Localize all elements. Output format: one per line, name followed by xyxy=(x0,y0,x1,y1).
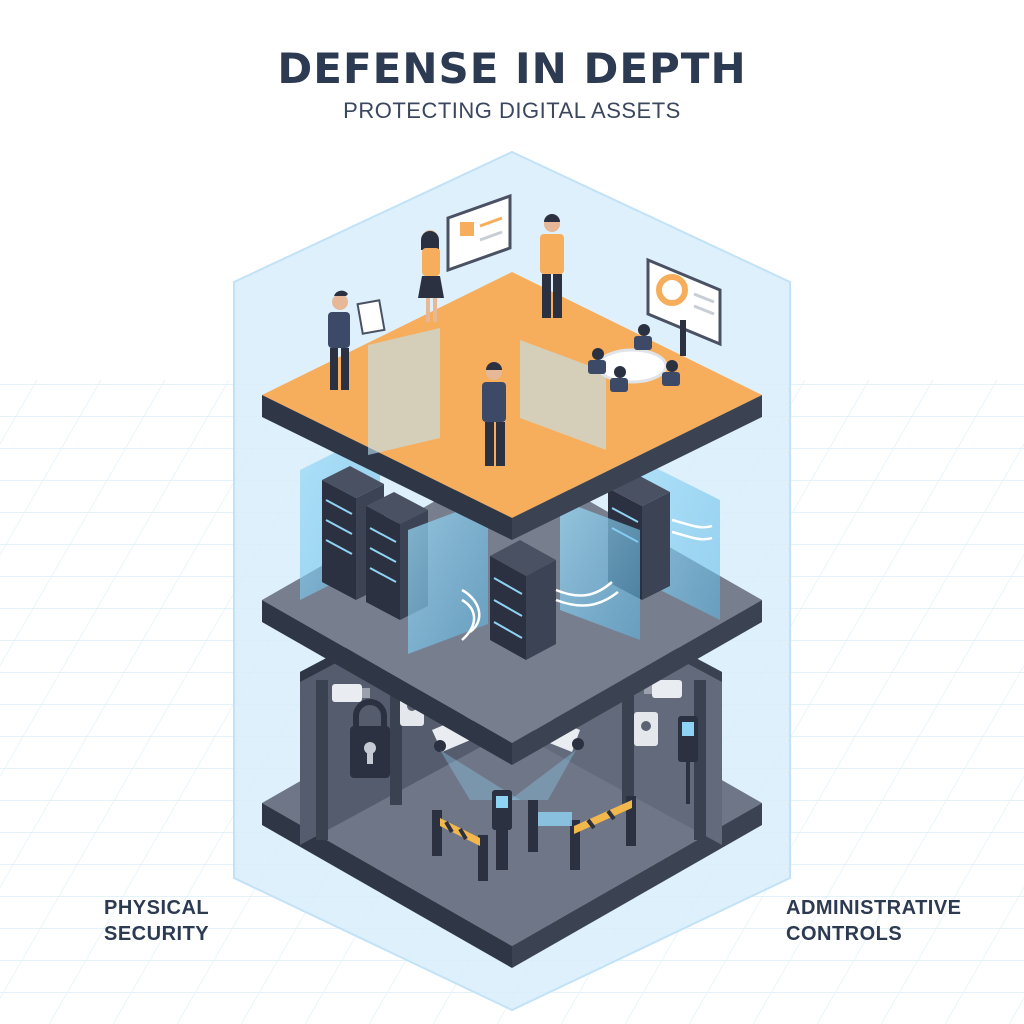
physical-security-label-line2: SECURITY xyxy=(104,923,210,945)
top-layer xyxy=(262,193,762,540)
page-subtitle: PROTECTING DIGITAL ASSETS xyxy=(343,98,681,123)
meeting-table-icon xyxy=(588,324,680,392)
lock-sign-icon xyxy=(634,712,658,746)
barrier-gate-icon xyxy=(432,810,488,881)
people-icon xyxy=(328,214,564,466)
glass-panel xyxy=(520,340,606,450)
administrative-controls-label-line1: ADMINISTRATIVE xyxy=(786,897,962,919)
physical-security-label: PHYSICAL SECURITY xyxy=(104,895,209,947)
page-title: DEFENSE IN DEPTH xyxy=(277,44,747,93)
physical-security-label-line1: PHYSICAL xyxy=(104,897,210,919)
server-rack-icon xyxy=(490,540,556,660)
glass-panel xyxy=(368,328,440,455)
middle-layer xyxy=(262,430,762,765)
presentation-screen-icon xyxy=(446,193,512,273)
administrative-controls-label-line2: CONTROLS xyxy=(786,923,903,945)
padlock-icon xyxy=(350,699,390,778)
presentation-screen-icon xyxy=(646,257,722,356)
document-icon xyxy=(356,299,386,335)
cable-icon xyxy=(461,518,713,641)
keycard-reader-icon xyxy=(492,790,512,870)
security-camera-icon xyxy=(644,680,682,698)
keycard-reader-icon xyxy=(678,716,698,804)
security-camera-icon xyxy=(332,684,370,702)
firewall-panel-icon xyxy=(408,500,488,654)
barrier-gate-icon xyxy=(528,796,636,870)
administrative-controls-label: ADMINISTRATIVE CONTROLS xyxy=(786,895,962,947)
